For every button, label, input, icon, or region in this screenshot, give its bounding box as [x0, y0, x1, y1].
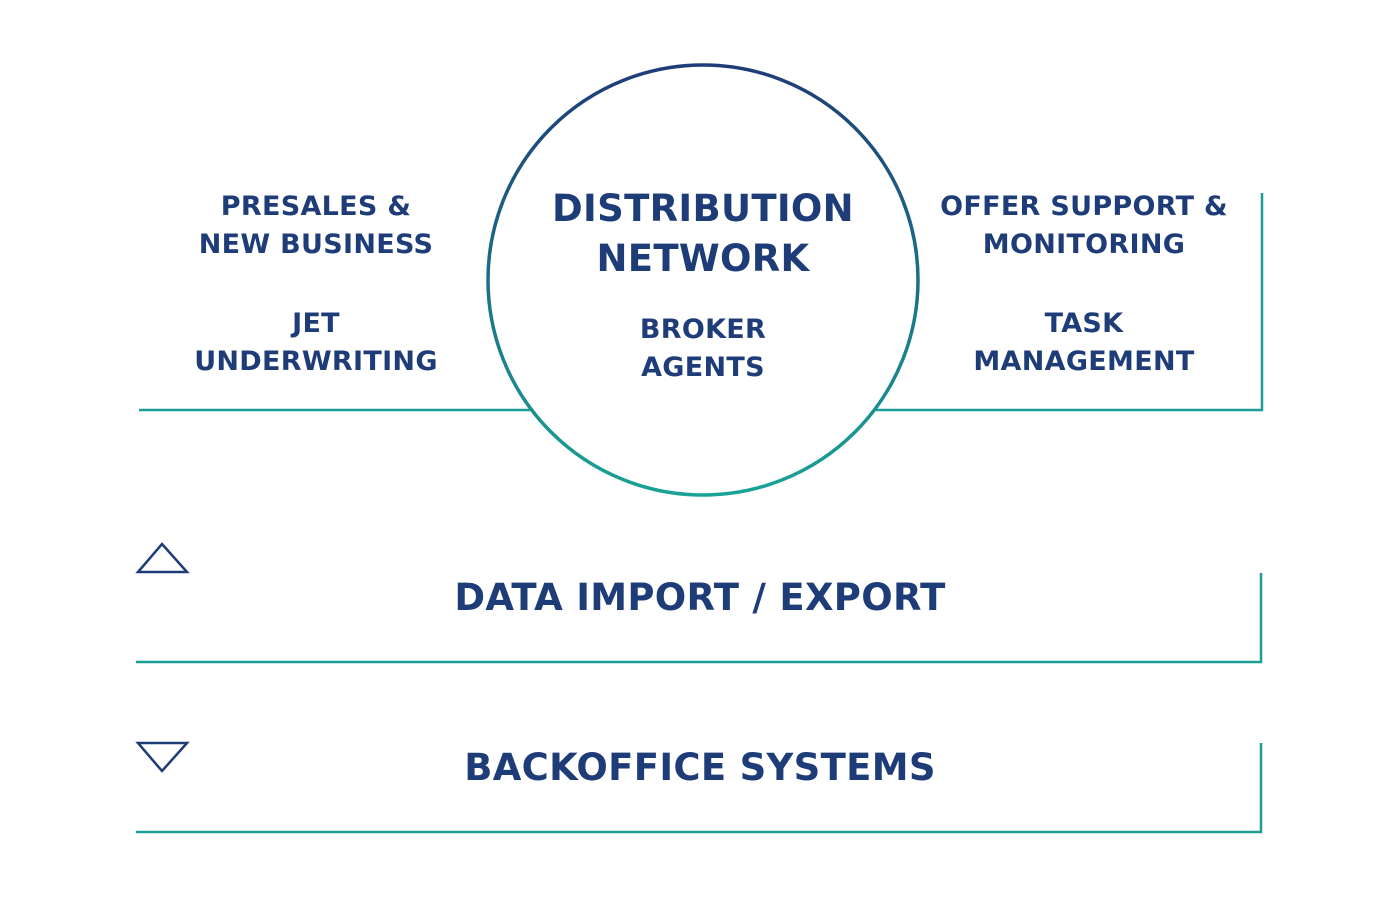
label-line: JET	[292, 308, 340, 339]
label-broker-agents: BROKER AGENTS	[553, 311, 853, 387]
triangle-down-icon	[135, 741, 190, 773]
triangle-up-icon	[135, 542, 190, 574]
label-line: PRESALES &	[220, 191, 412, 222]
data-import-export-bracket	[136, 573, 1263, 664]
label-distribution-network: DISTRIBUTION NETWORK	[503, 184, 903, 284]
label-line: AGENTS	[641, 352, 765, 383]
layer-backoffice-systems: BACKOFFICE SYSTEMS	[464, 746, 936, 789]
label-task-management: TASK MANAGEMENT	[914, 305, 1254, 381]
label-line: UNDERWRITING	[194, 346, 438, 377]
title-line: NETWORK	[596, 237, 810, 280]
layer-data-import-export: DATA IMPORT / EXPORT	[454, 576, 946, 619]
label-line: MONITORING	[982, 229, 1186, 260]
top-right-bracket	[876, 193, 1264, 412]
label-line: TASK	[1044, 308, 1124, 339]
label-line: MANAGEMENT	[973, 346, 1195, 377]
distribution-circle	[486, 63, 920, 497]
title-line: DISTRIBUTION	[552, 187, 854, 230]
label-line: OFFER SUPPORT &	[940, 191, 1228, 222]
label-jet-underwriting: JET UNDERWRITING	[166, 305, 466, 381]
label-line: NEW BUSINESS	[198, 229, 434, 260]
backoffice-bracket	[136, 743, 1263, 834]
label-presales-new-business: PRESALES & NEW BUSINESS	[166, 188, 466, 264]
label-offer-support-monitoring: OFFER SUPPORT & MONITORING	[914, 188, 1254, 264]
label-line: BROKER	[639, 314, 767, 345]
